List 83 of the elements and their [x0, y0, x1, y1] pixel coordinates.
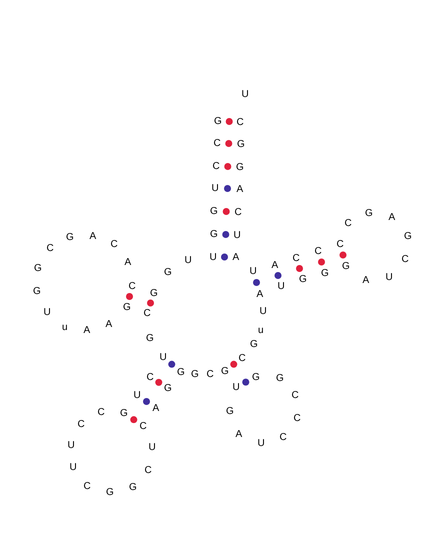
nucleotide-letter: A — [272, 260, 278, 270]
nucleotide-letter: U — [386, 272, 393, 282]
nucleotide-letter: U — [184, 254, 192, 266]
nucleotide-letter: U — [212, 182, 219, 194]
nucleotide-letter: U — [232, 382, 240, 392]
nucleotide-letter: G — [191, 368, 199, 380]
nucleotide-letter: A — [106, 318, 112, 330]
nucleotide-letter: C — [402, 254, 409, 264]
nucleotide-letter: A — [124, 256, 132, 268]
nucleotide-letter: U — [210, 252, 217, 262]
nucleotide-letter: U — [44, 306, 51, 318]
nucleotide-letter: G — [226, 406, 234, 416]
nucleotide-letter: G — [221, 366, 229, 376]
nucleotide-letter: C — [314, 246, 322, 256]
nucleotide-letter: G — [210, 206, 218, 216]
nucleotide-letter: A — [388, 212, 396, 222]
nucleotide-letter: U — [68, 440, 75, 450]
nucleotide-letter: G — [123, 302, 131, 312]
nucleotide-letter: G — [150, 288, 158, 298]
nucleotide-letter: G — [237, 138, 245, 150]
nucleotide-letter: C — [78, 418, 85, 430]
nucleotide-letter: C — [144, 308, 151, 318]
nucleotide-letter: U — [258, 438, 265, 448]
nucleotide-letter: U — [278, 280, 285, 292]
nucleotide-letter: A — [236, 428, 242, 440]
nucleotide-letter: C — [238, 352, 246, 364]
nucleotide-letter: G — [365, 208, 373, 218]
nucleotide-letter: C — [98, 406, 105, 418]
nucleotide-letter: C — [294, 412, 301, 424]
nucleotide-letter: C — [84, 480, 91, 492]
nucleotide-letter: G — [404, 230, 412, 242]
nucleotide-letter: C — [212, 160, 220, 172]
nucleotide-letter: G — [164, 382, 172, 394]
nucleotide-letter: G — [342, 260, 350, 272]
nucleotide-letter: A — [152, 402, 160, 414]
nucleotide-letter: G — [129, 482, 137, 492]
nucleotide-letter: A — [362, 274, 370, 286]
nucleotide-letter: G — [164, 266, 172, 278]
nucleotide-letter: A — [232, 252, 240, 262]
nucleotide-letter: u — [258, 324, 264, 336]
nucleotide-letter: C — [336, 238, 344, 250]
nucleotide-letter: G — [106, 486, 114, 498]
nucleotide-letter: U — [134, 390, 141, 400]
nucleotide-letter: G — [276, 372, 284, 384]
nucleotide-letter: C — [128, 280, 136, 292]
nucleotide-letter: C — [146, 372, 154, 382]
nucleotide-letter: C — [292, 252, 300, 264]
nucleotide-letter: G — [120, 408, 128, 418]
nucleotide-letter: C — [236, 116, 244, 128]
nucleotide-letter: A — [90, 230, 96, 242]
nucleotide-letter: U — [160, 352, 167, 362]
nucleotide-letter: G — [33, 286, 41, 296]
nucleotide-letter: C — [206, 368, 214, 380]
nucleotide-letter: G — [146, 332, 154, 344]
nucleotide-letter: u — [62, 322, 68, 332]
nucleotide-letter: U — [250, 266, 257, 276]
nucleotide-letter: U — [234, 230, 241, 240]
nucleotide-letter: U — [70, 462, 77, 472]
nucleotide-letter: C — [140, 420, 147, 432]
nucleotide-letter: A — [236, 184, 244, 194]
nucleotide-letter: C — [234, 206, 242, 218]
nucleotide-letter: C — [46, 242, 54, 254]
nucleotide-letter: G — [252, 372, 260, 382]
nucleotide-letter: U — [242, 88, 249, 100]
nucleotide-letter: G — [177, 366, 185, 378]
nucleotide-letter: A — [256, 288, 264, 300]
nucleotide-letter: U — [148, 442, 156, 452]
nucleotide-letter: G — [299, 274, 307, 284]
nucleotide-letter: G — [250, 338, 258, 350]
nucleotide-letter: C — [144, 464, 152, 476]
nucleotide-letter: G — [236, 162, 244, 172]
nucleotide-letter: C — [292, 390, 299, 400]
nucleotide-letter: G — [214, 116, 222, 126]
nucleotide-letter: G — [34, 262, 42, 274]
nucleotide-letter: C — [344, 218, 352, 228]
nucleotide-letter: C — [110, 238, 118, 250]
nucleotide-letter: G — [321, 268, 329, 278]
nucleotide-letter: C — [280, 432, 287, 442]
nucleotide-letter: G — [210, 228, 218, 240]
nucleotide-letter: U — [260, 306, 267, 316]
nucleotide-letter: C — [214, 138, 221, 148]
nucleotide-letter: G — [66, 232, 74, 242]
nucleotide-letter: A — [84, 324, 90, 336]
